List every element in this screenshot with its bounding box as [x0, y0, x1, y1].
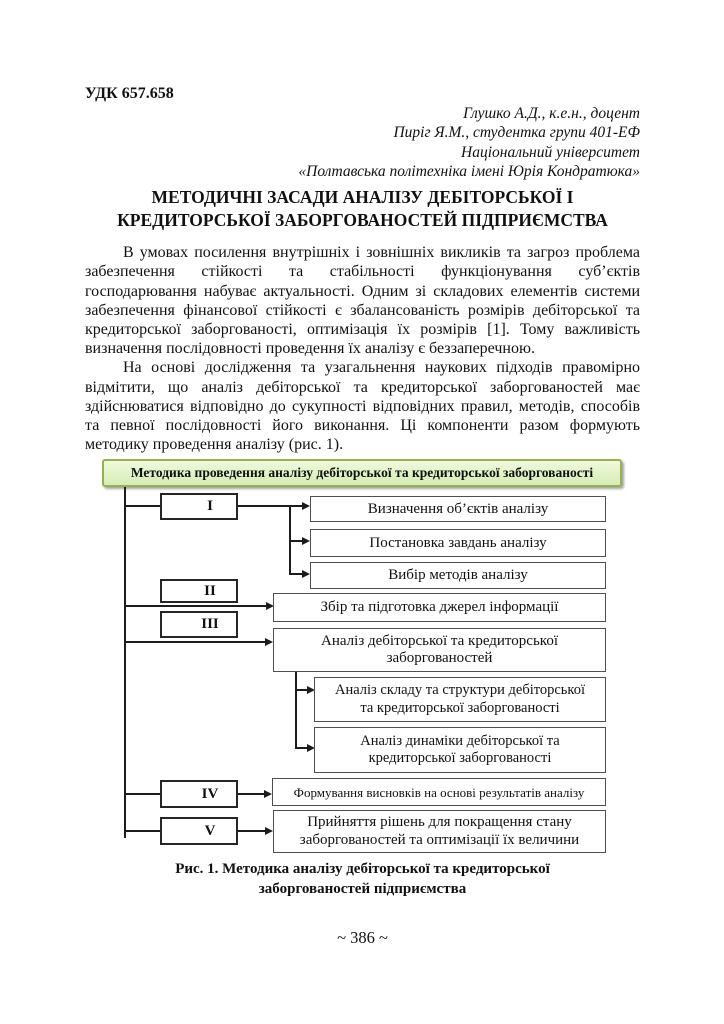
stage1-stub2 [289, 540, 303, 543]
arrowhead-b1 [302, 502, 310, 511]
stage1-stub1 [289, 505, 303, 508]
body-paragraph-1: В умовах посилення внутрішніх і зовнішні… [85, 244, 640, 358]
stage-box-4: IV [160, 780, 238, 809]
figure-1-diagram: Методика проведення аналізу дебіторської… [85, 457, 640, 857]
branch-line-stage3 [124, 641, 266, 644]
flow-box-structure-analysis: Аналіз складу та структури дебіторської … [314, 677, 606, 723]
arrowhead-b9 [265, 827, 273, 836]
branch-line-stage1 [124, 505, 160, 508]
flow-box-analysis: Аналіз дебіторської та кредиторської заб… [273, 628, 606, 673]
arrowhead-b6 [307, 686, 315, 695]
sub-stub1 [295, 689, 309, 692]
branch-line-stage2 [124, 605, 267, 608]
sub-stub2 [295, 747, 309, 750]
page-number: ~ 386 ~ [337, 928, 388, 948]
stage-box-3: III [160, 611, 238, 639]
arrowhead-b8 [264, 790, 272, 799]
figure-caption: Рис. 1. Методика аналізу дебіторської та… [175, 861, 550, 897]
arrowhead-b2 [302, 537, 310, 546]
body-paragraph-2: На основі дослідження та узагальнення на… [85, 359, 640, 454]
flow-box-choose-methods: Вибір методів аналізу [310, 562, 606, 590]
sub-branch-line [295, 672, 297, 750]
stage-box-2: II [160, 579, 238, 604]
arrowhead-b3 [302, 570, 310, 579]
branch-line-stage4 [124, 793, 160, 796]
flow-box-conclusions: Формування висновків на основі результат… [272, 778, 606, 807]
stage1-stub3 [289, 573, 303, 576]
flow-box-define-objects: Визначення об’єктів аналізу [310, 496, 606, 523]
trunk-line [124, 487, 126, 839]
stage5-out-line [238, 830, 267, 833]
flow-box-set-tasks: Постановка завдань аналізу [310, 529, 606, 558]
arrowhead-stage3 [265, 638, 273, 647]
udc-code: УДК 657.658 [85, 85, 174, 102]
paper-title: МЕТОДИЧНІ ЗАСАДИ АНАЛІЗУ ДЕБІТОРСЬКОЇ І … [117, 187, 608, 230]
stage-box-1: I [160, 493, 238, 521]
flow-box-dynamics-analysis: Аналіз динаміки дебіторської та кредитор… [314, 727, 606, 774]
flow-box-decisions: Прийняття рішень для покращення стану за… [273, 810, 606, 854]
stage1-out-line [238, 505, 290, 508]
stage-box-5: V [160, 817, 238, 846]
author-block: Глушко А.Д., к.е.н., доцент Пиріг Я.М., … [298, 105, 640, 180]
arrowhead-stage2 [266, 602, 274, 611]
stage4-out-line [238, 793, 266, 796]
flow-box-collect-sources: Збір та підготовка джерел інформації [273, 593, 606, 623]
branch-line-stage5 [124, 830, 160, 833]
diagram-header: Методика проведення аналізу дебіторської… [102, 459, 622, 488]
arrowhead-b7 [307, 744, 315, 753]
